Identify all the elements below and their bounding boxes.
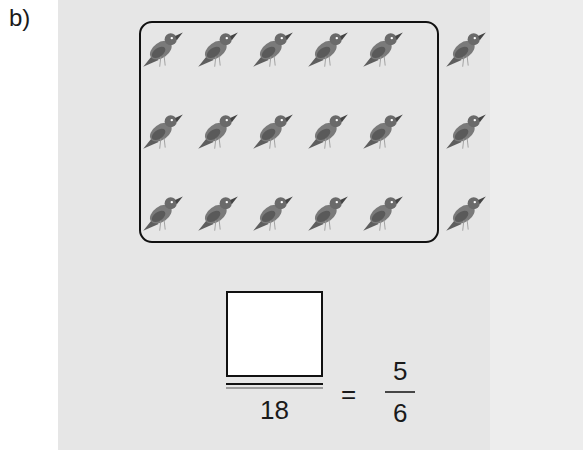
- panel-edge: [490, 0, 583, 450]
- fraction-bar: [226, 388, 323, 389]
- fraction-bar: [226, 383, 323, 385]
- equals-sign: =: [341, 381, 356, 407]
- denominator: 18: [260, 397, 289, 423]
- panel: [58, 0, 490, 450]
- fraction-bar: [385, 391, 415, 393]
- answer-box: [227, 292, 322, 376]
- birds: [143, 33, 486, 231]
- denominator: 6: [393, 400, 407, 426]
- numerator: 5: [393, 358, 407, 384]
- group-outline: [140, 22, 438, 242]
- part-label: b): [9, 6, 30, 30]
